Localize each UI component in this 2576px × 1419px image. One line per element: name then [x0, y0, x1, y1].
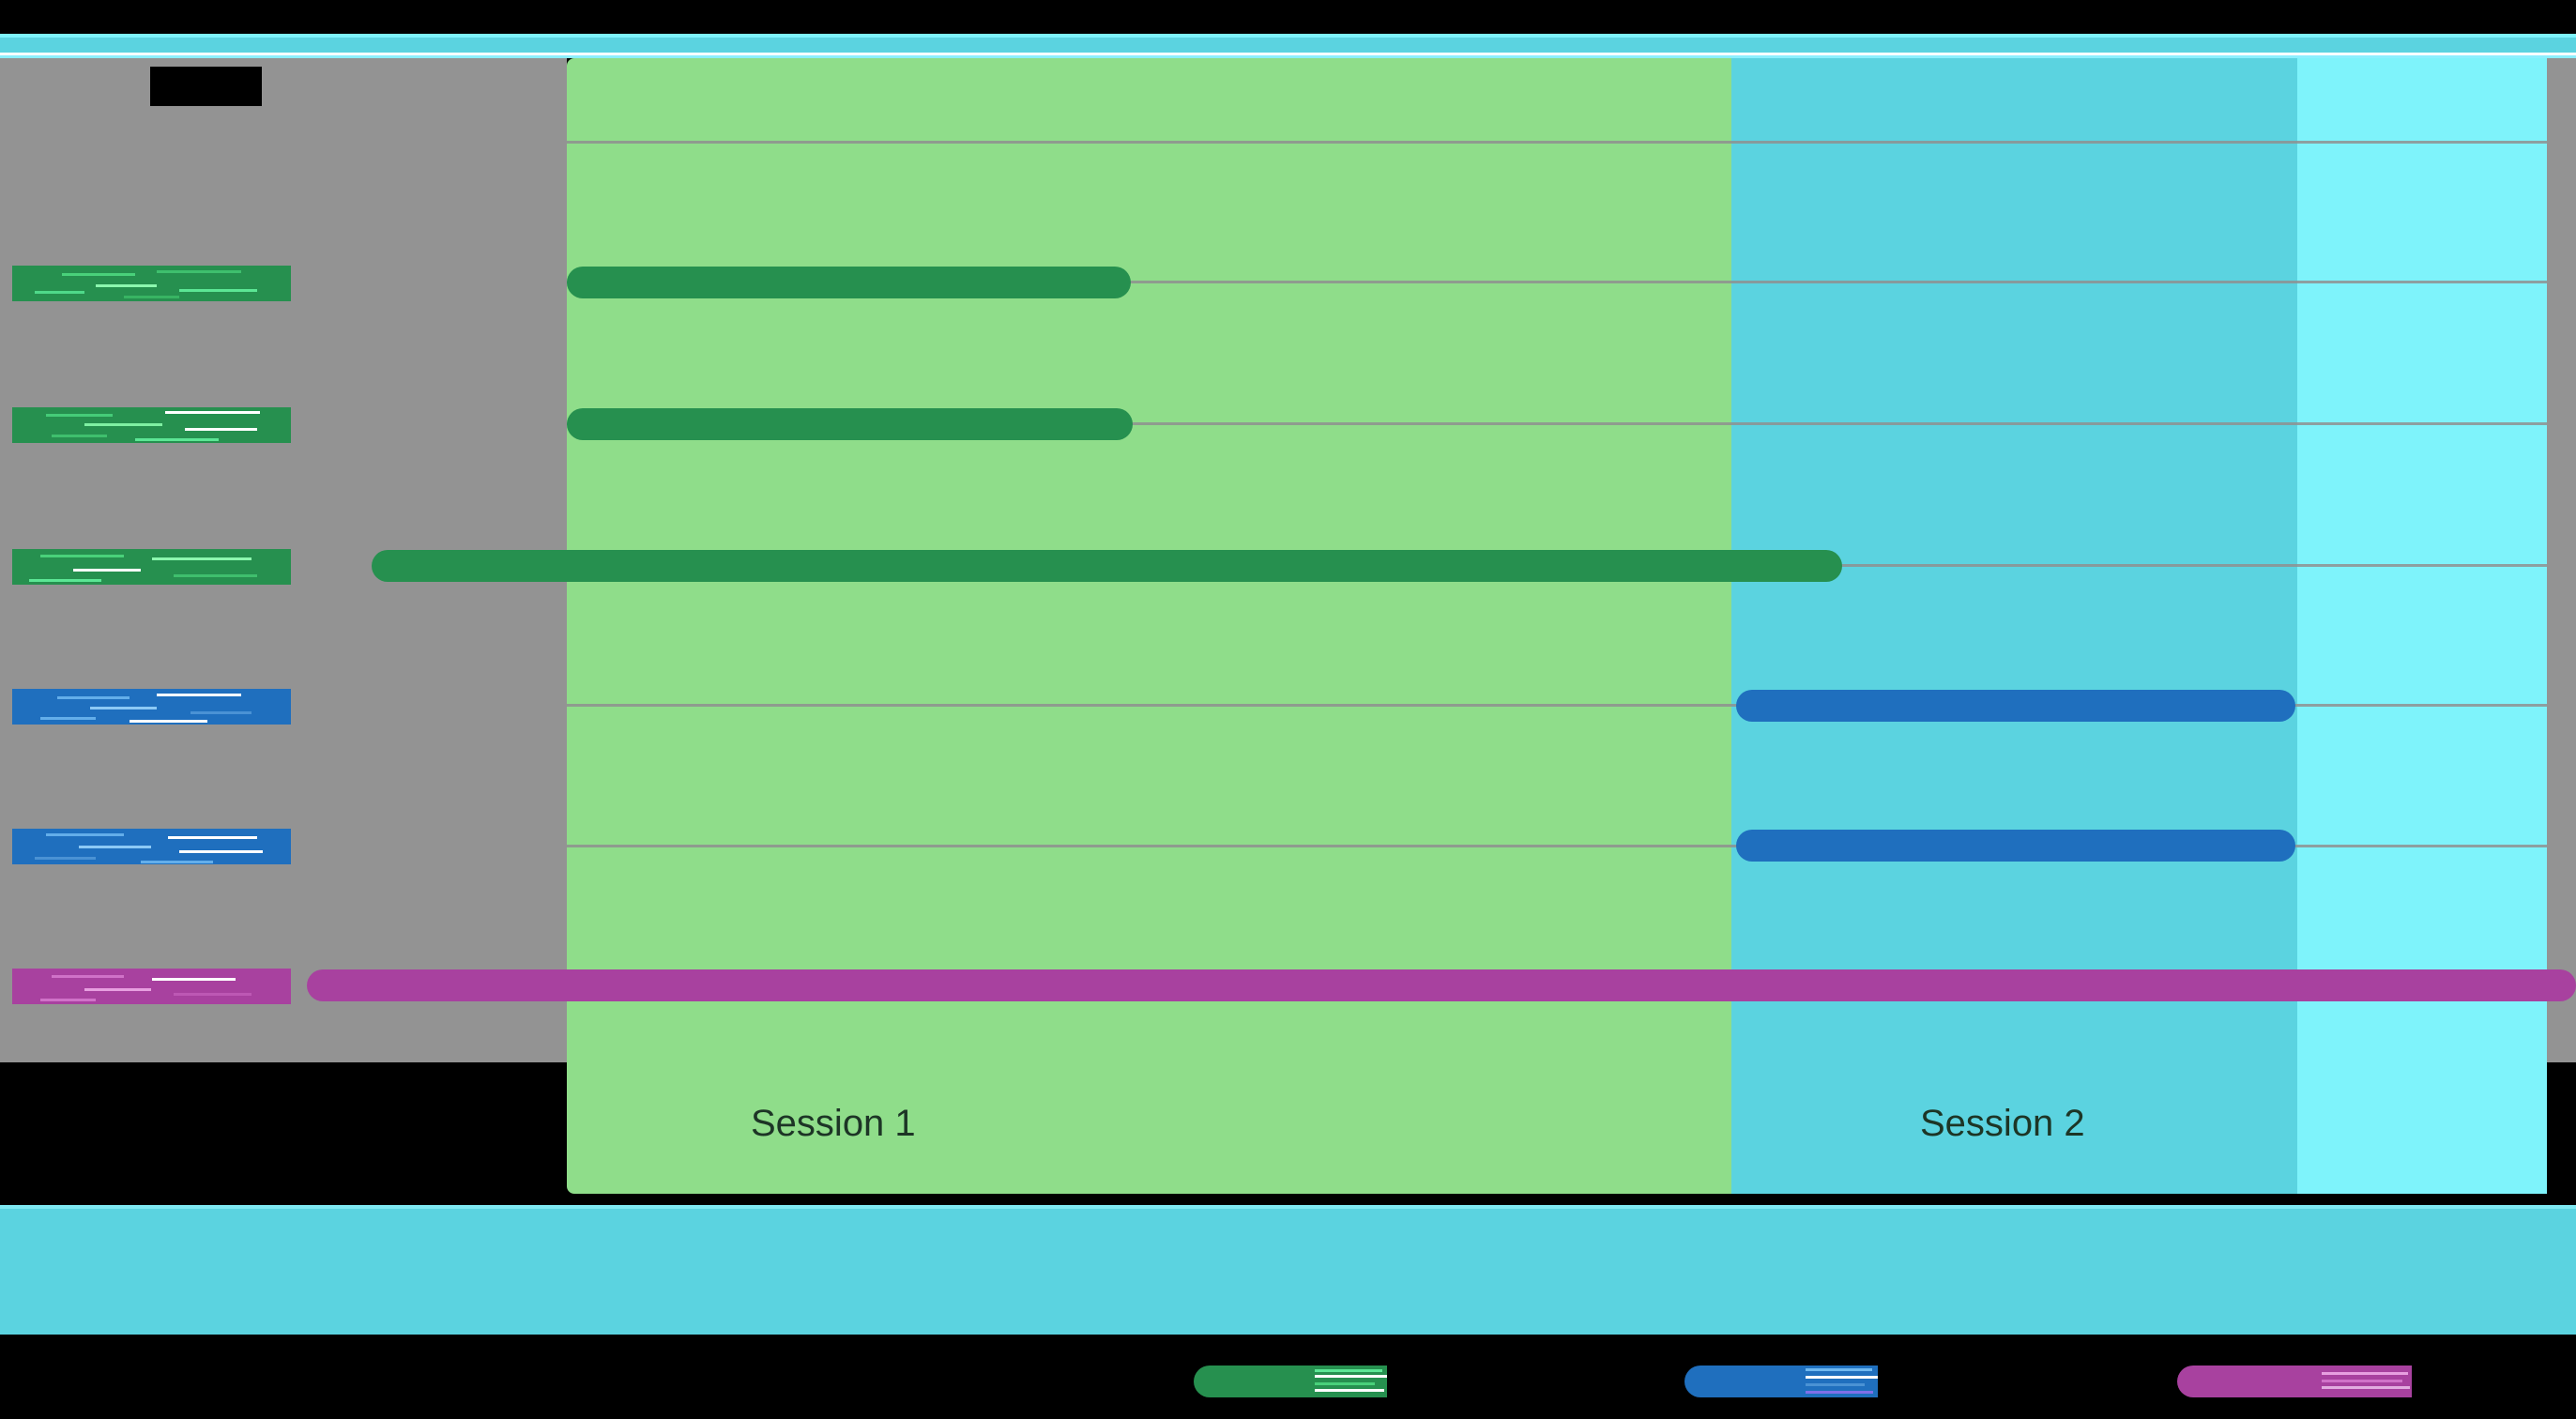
footer-band	[0, 1209, 2576, 1335]
session-region-3	[2297, 58, 2547, 1194]
sidebar-item-label-5[interactable]	[12, 829, 291, 864]
top-band-light	[0, 34, 2576, 38]
legend-swatch-blue[interactable]	[1684, 1366, 1825, 1397]
sidebar-item-label-1[interactable]	[12, 266, 291, 301]
gridline-row-5	[567, 845, 2547, 847]
session-region-1	[567, 58, 1731, 1194]
redaction-noise	[12, 407, 291, 443]
top-band-cyan	[0, 38, 2576, 53]
gridline-row-1	[567, 281, 2547, 283]
footer-top-line	[0, 1205, 2576, 1209]
sidebar-item-label-3[interactable]	[12, 549, 291, 585]
gridline-top	[567, 141, 2547, 144]
bar-green-1[interactable]	[567, 267, 1131, 298]
legend-label-green-redacted	[1312, 1366, 1387, 1397]
session-region-2	[1731, 58, 2297, 1194]
session-2-caption: Session 2	[1920, 1103, 2085, 1144]
right-edge-panel	[2547, 58, 2576, 1062]
bar-green-3[interactable]	[372, 550, 1842, 582]
top-band-white	[0, 53, 2576, 55]
gridline-row-4	[567, 704, 2547, 707]
sidebar-item-label-2[interactable]	[12, 407, 291, 443]
legend-swatch-green[interactable]	[1194, 1366, 1334, 1397]
top-band-light2	[0, 55, 2576, 58]
bar-blue-2[interactable]	[1736, 830, 2295, 862]
legend-label-blue-redacted	[1803, 1366, 1878, 1397]
bar-magenta-1[interactable]	[307, 969, 2576, 1001]
redaction-noise	[12, 549, 291, 585]
bar-green-2[interactable]	[567, 408, 1133, 440]
session-1-caption: Session 1	[751, 1103, 916, 1144]
redaction-noise	[12, 969, 291, 1004]
legend-label-magenta-redacted	[2318, 1366, 2412, 1397]
sidebar-item-label-4[interactable]	[12, 689, 291, 725]
sidebar-item-label-6[interactable]	[12, 969, 291, 1004]
chart-title-redacted	[150, 67, 262, 106]
redaction-noise	[12, 689, 291, 725]
redaction-noise	[12, 266, 291, 301]
gridline-row-2	[567, 422, 2547, 425]
bar-blue-1[interactable]	[1736, 690, 2295, 722]
redaction-noise	[12, 829, 291, 864]
